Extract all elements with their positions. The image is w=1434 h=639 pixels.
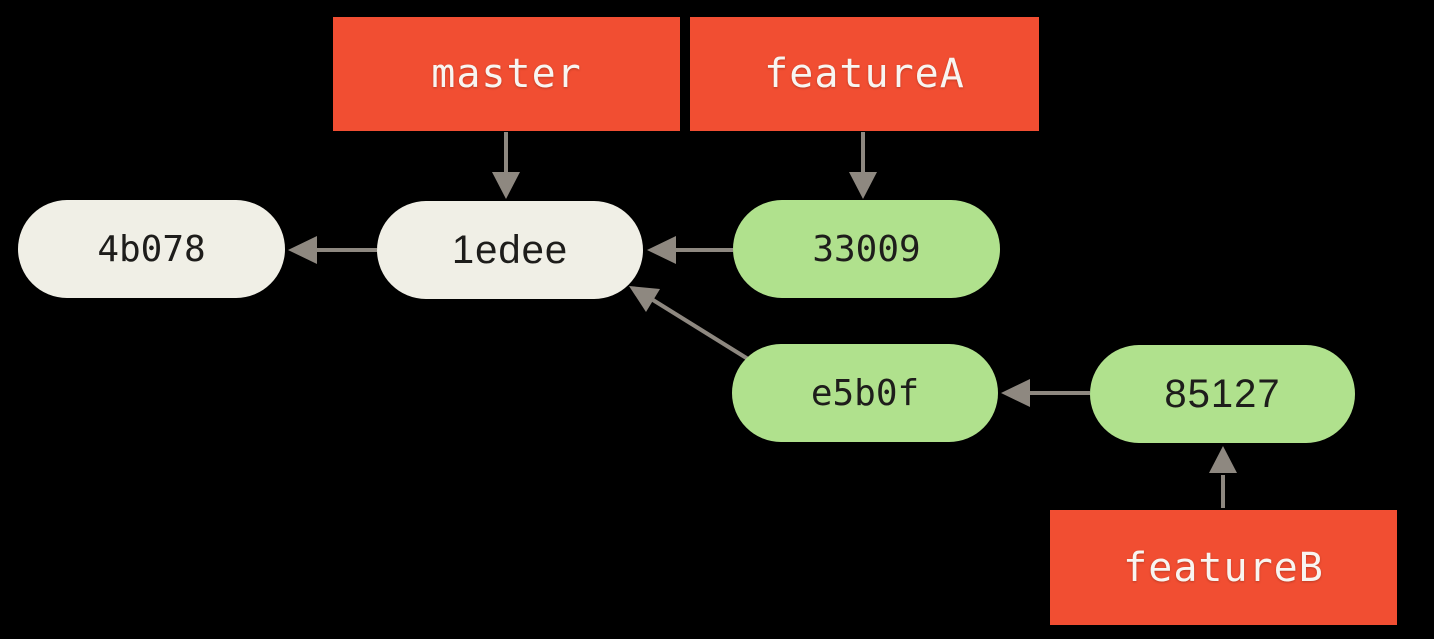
commit-node-e5b0f: e5b0f — [732, 344, 998, 442]
arrowhead-up-left-icon — [629, 286, 660, 312]
arrowhead-left-icon — [647, 236, 676, 264]
branch-name: master — [431, 51, 582, 97]
edge-1edee-to-4b078 — [288, 236, 377, 264]
edge-85127-to-e5b0f — [1001, 379, 1090, 407]
branch-label-featureB: featureB — [1050, 510, 1397, 625]
arrowhead-down-icon — [492, 172, 520, 199]
arrowhead-left-icon — [288, 236, 317, 264]
arrowhead-left-icon — [1001, 379, 1030, 407]
edge-e5b0f-to-1edee — [629, 286, 750, 361]
arrowhead-up-icon — [1209, 446, 1237, 473]
edge-33009-to-1edee — [647, 236, 733, 264]
branch-label-master: master — [333, 17, 680, 131]
commit-id: 85127 — [1164, 371, 1281, 416]
edge-master-to-1edee — [492, 132, 520, 199]
commit-node-4b078: 4b078 — [18, 200, 285, 298]
commit-node-85127: 85127 — [1090, 345, 1355, 443]
edge-featureA-to-33009 — [849, 132, 877, 199]
commit-id: e5b0f — [810, 372, 920, 414]
commit-id: 1edee — [451, 227, 569, 272]
branch-name: featureB — [1123, 544, 1324, 591]
branch-name: featureA — [764, 51, 965, 97]
edge-featureB-to-85127 — [1209, 446, 1237, 508]
arrowhead-down-icon — [849, 172, 877, 199]
branch-label-featureA: featureA — [690, 17, 1039, 131]
commit-id: 4b078 — [97, 228, 206, 270]
commit-node-1edee: 1edee — [377, 201, 643, 299]
commit-id: 33009 — [812, 228, 921, 270]
commit-node-33009: 33009 — [733, 200, 1000, 298]
